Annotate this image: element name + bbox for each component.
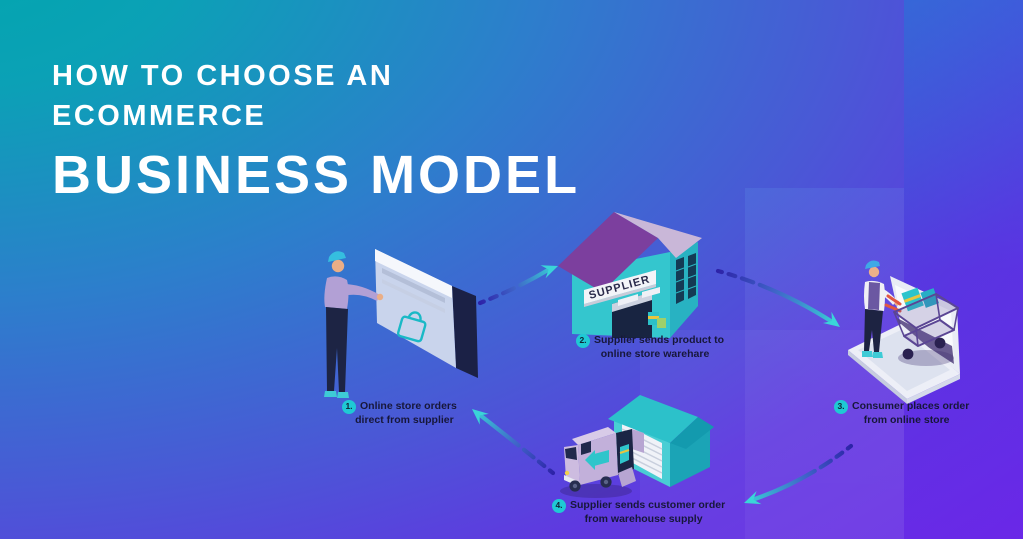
arrow-step2-to-step3 xyxy=(715,268,837,326)
step-label-4: 4. Supplier sends customer order from wa… xyxy=(552,499,725,527)
delivery-van-illustration xyxy=(560,395,714,498)
step-3-text-line2: from online store xyxy=(863,414,950,426)
step-label-2: 2. Supplier sends product to online stor… xyxy=(576,334,724,362)
step-1-text-line1: Online store orders xyxy=(360,400,457,413)
step-label-1: 1. Online store orders direct from suppl… xyxy=(342,400,457,428)
shopping-bag-icon xyxy=(396,311,427,343)
arrow-step1-to-step2 xyxy=(477,267,551,306)
store-owner-person xyxy=(324,251,384,398)
step-2-badge: 2. xyxy=(576,334,590,348)
title-line-3: BUSINESS MODEL xyxy=(52,145,581,206)
arrowhead-icon xyxy=(540,265,558,279)
step-4-text-line1: Supplier sends customer order xyxy=(570,499,726,512)
step-3-text-line1: Consumer places order xyxy=(852,400,970,413)
shopping-cart xyxy=(884,287,959,360)
supplier-warehouse-illustration: SUPPLIER xyxy=(558,212,702,338)
arrowhead-icon xyxy=(744,490,762,505)
online-store-illustration xyxy=(324,249,478,398)
step-2-text-line2: online store warehare xyxy=(600,348,710,360)
step-1-text-line2: direct from supplier xyxy=(355,414,454,426)
title-line-1: HOW TO CHOOSE AN xyxy=(52,60,394,92)
consumer-laptop-illustration xyxy=(848,260,960,404)
browser-window xyxy=(375,249,478,378)
step-4-badge: 4. xyxy=(552,499,566,513)
delivery-van xyxy=(564,427,644,492)
step-1-badge: 1. xyxy=(342,400,356,414)
arrow-step4-to-step1 xyxy=(477,412,556,476)
step-4-text-line2: from warehouse supply xyxy=(584,513,703,525)
step-2-text-line1: Supplier sends product to xyxy=(594,334,725,347)
poster-title: HOW TO CHOOSE AN ECOMMERCE BUSINESS MODE… xyxy=(52,56,580,206)
arrowhead-icon xyxy=(823,311,840,327)
arrowhead-icon xyxy=(472,409,489,425)
step-label-3: 3. Consumer places order from online sto… xyxy=(834,400,969,428)
warehouse-windows xyxy=(675,253,697,304)
step-3-badge: 3. xyxy=(834,400,848,414)
title-line-2: ECOMMERCE xyxy=(52,100,267,133)
van-arrow-decal xyxy=(585,450,609,470)
arrow-step3-to-step4 xyxy=(749,443,854,503)
crates xyxy=(648,312,666,328)
